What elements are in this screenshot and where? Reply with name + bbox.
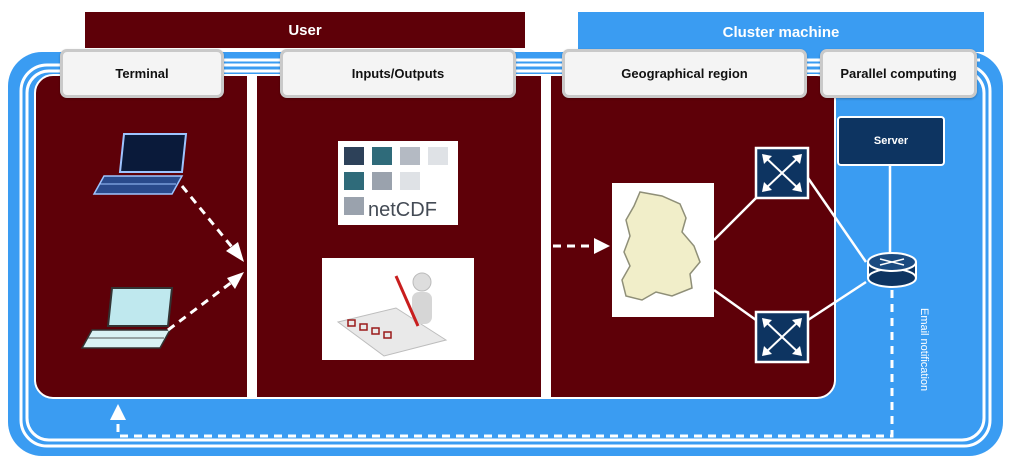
server-box: Server — [837, 116, 945, 166]
router-icon — [867, 252, 917, 288]
divider-1 — [247, 75, 257, 398]
divider-2 — [541, 75, 551, 398]
network-switch-icon — [754, 310, 810, 364]
checklist-figure — [322, 258, 474, 360]
netcdf-logo-text: netCDF — [368, 199, 437, 221]
tab-geographical-region: Geographical region — [562, 49, 807, 98]
arrow-head-icon — [110, 404, 126, 420]
user-banner-bg — [85, 12, 525, 48]
cluster-banner: Cluster machine — [722, 23, 840, 41]
email-notification-label: Email notification — [918, 308, 930, 392]
dashed-arrow — [180, 185, 238, 253]
laptop-icon — [92, 133, 188, 195]
tab-parallel-computing: Parallel computing — [820, 49, 977, 98]
netcdf-logo: netCDF — [338, 141, 458, 225]
arrow-head-icon — [594, 238, 610, 254]
arrow-head-icon — [226, 242, 244, 262]
arrow-head-icon — [227, 272, 244, 289]
cluster-banner-bg — [578, 12, 984, 52]
region-map — [612, 183, 714, 317]
email-return-path — [116, 290, 894, 438]
network-links — [713, 166, 892, 322]
user-banner: User — [288, 21, 322, 39]
network-switch-icon — [754, 146, 810, 200]
laptop-icon — [80, 287, 174, 349]
tab-terminal: Terminal — [60, 49, 224, 98]
tab-inputs-outputs: Inputs/Outputs — [280, 49, 516, 98]
